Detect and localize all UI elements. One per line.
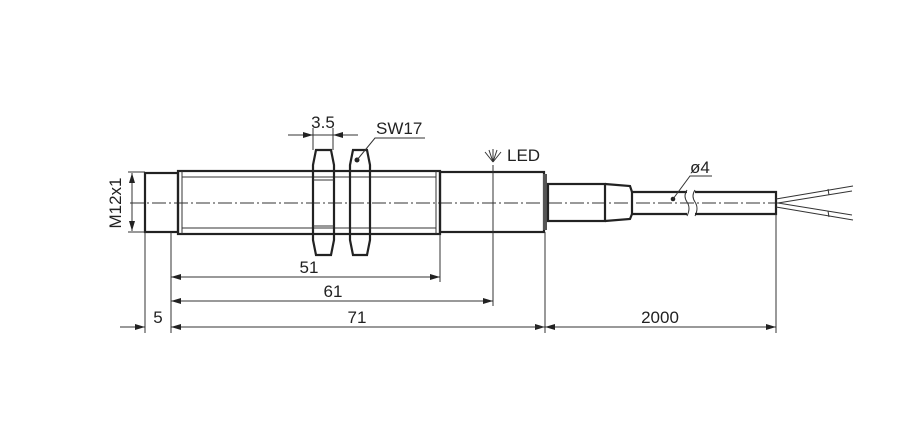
led-light-icon: [484, 149, 502, 163]
end-ring: [543, 174, 547, 230]
dim-61: 61: [324, 282, 343, 301]
leader-lines: [356, 137, 712, 200]
rear-body: [438, 170, 546, 234]
dim-51: 51: [300, 258, 319, 277]
led-label: LED: [507, 146, 540, 165]
dim-5: 5: [153, 308, 162, 327]
cable-diameter-label: ø4: [690, 158, 710, 177]
wrench-size-label: SW17: [376, 119, 422, 138]
dim-2000: 2000: [641, 308, 679, 327]
extension-lines: [128, 128, 777, 333]
nut-width-label: 3.5: [311, 113, 335, 132]
thread-label: M12x1: [106, 177, 125, 228]
dimension-lines: [120, 132, 776, 330]
dim-71: 71: [348, 308, 367, 327]
cable: [630, 189, 778, 217]
cable-gland: [546, 182, 634, 223]
nut: [311, 148, 336, 257]
wire-ends: [775, 185, 854, 221]
